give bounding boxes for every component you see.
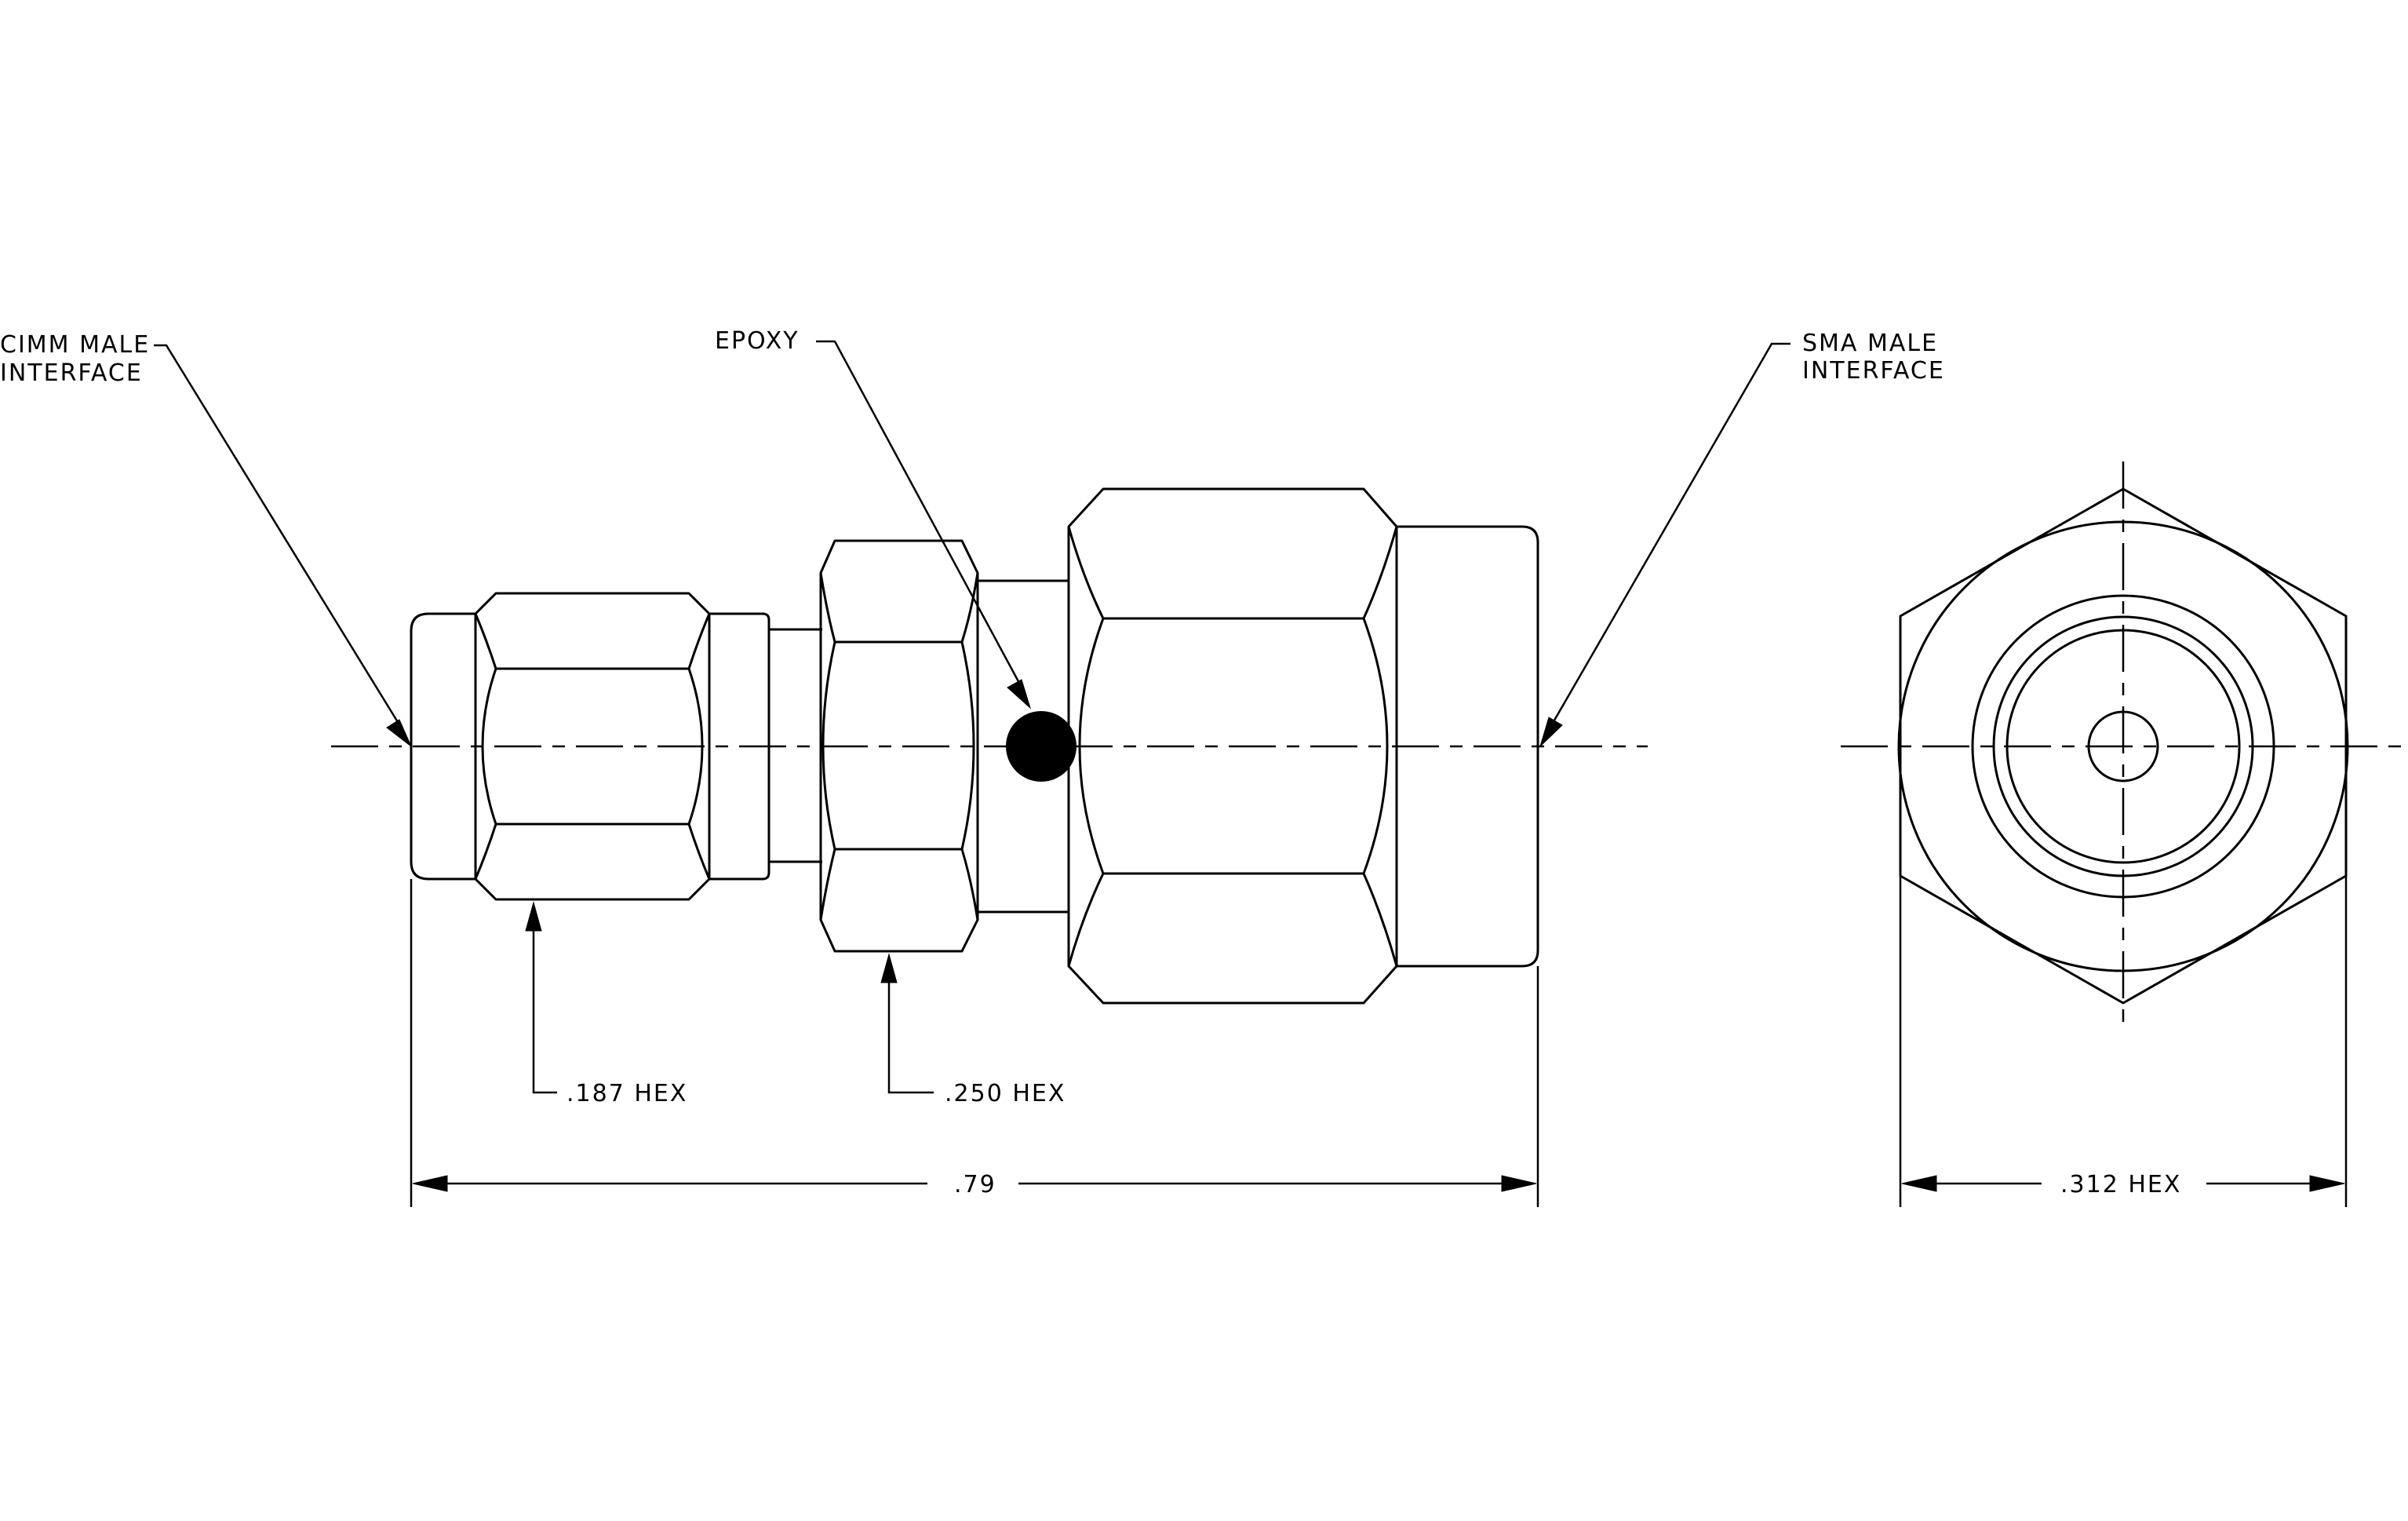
label-hex-250: .250 HEX [945,1080,1066,1107]
label-sma-line1: SMA MALE [1802,330,1938,357]
cimm-collar [709,612,770,881]
label-cimm-line2: INTERFACE [0,359,143,387]
hex-nut-250 [819,539,979,953]
leader-cimm [154,344,412,747]
label-hex-312: .312 HEX [2060,1171,2181,1198]
sma-body [1397,525,1539,968]
middle-body [978,579,1069,914]
end-view-hex [1899,487,2348,1005]
dimension-length [410,879,1539,1207]
end-view [1841,461,2406,1025]
side-view [331,487,1648,1005]
label-hex-187: .187 HEX [566,1080,687,1107]
dimension-hex-312 [1899,876,2348,1207]
leader-sma [1539,342,1791,748]
leader-hex-187 [525,901,557,1094]
epoxy-dot [1006,711,1076,782]
neck-small [769,628,822,863]
label-cimm-line1: CIMM MALE [0,331,150,359]
label-sma-line2: INTERFACE [1802,357,1945,385]
leader-hex-250 [880,953,934,1094]
label-length-79: .79 [954,1171,996,1198]
sma-hex-nut [1067,487,1398,1005]
hex-nut-187 [474,592,711,901]
label-epoxy: EPOXY [715,327,800,355]
leader-epoxy [816,340,1032,709]
